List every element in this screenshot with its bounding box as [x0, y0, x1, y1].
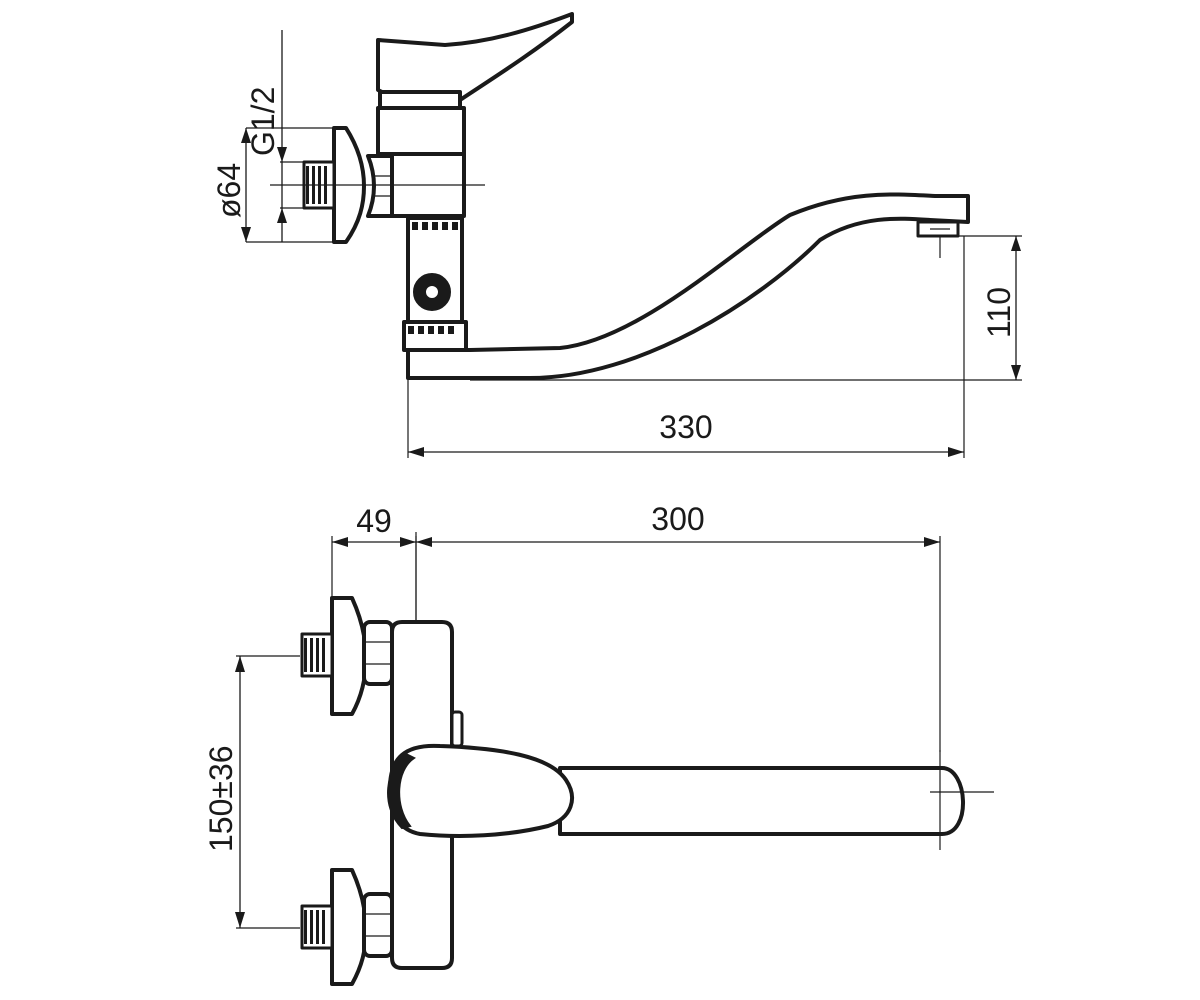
spout-tube: [406, 192, 970, 380]
column-knurl-top: [412, 222, 458, 230]
dim-thread-label: G1/2: [245, 87, 281, 156]
diverter-bump: [450, 710, 464, 748]
lower-inlet: [300, 868, 394, 986]
dim-flange-diameter-label: ø64: [211, 163, 247, 218]
dim-eccentric-offset-label: 49: [356, 503, 392, 539]
spout-collar: [402, 320, 468, 352]
lever-handle-edge: [387, 752, 416, 830]
top-view: 49 300 150±36: [203, 501, 994, 986]
hex-nut: [366, 154, 394, 218]
mixer-body-upper: [376, 106, 466, 156]
dim-length-group: [407, 236, 965, 458]
lever-handle-top: [388, 743, 574, 838]
dim-inlet-spacing-label: 150±36: [203, 745, 239, 852]
upper-hex-nut: [362, 620, 394, 686]
side-view: ø64 G1/2 110 330: [211, 12, 1022, 458]
lower-wall-flange: [330, 868, 368, 986]
spout-top: [558, 766, 965, 836]
dim-reach-group: [331, 536, 941, 752]
dim-spout-reach-label: 300: [651, 501, 704, 537]
dim-spout-height-label: 110: [981, 287, 1017, 338]
dim-spacing-group: [235, 655, 300, 929]
upper-wall-flange: [330, 596, 368, 716]
dim-flange-group: [241, 30, 334, 243]
upper-inlet: [300, 596, 394, 716]
dim-height-group: [470, 235, 1022, 381]
collar-knurl: [408, 326, 454, 334]
dim-spout-length-label: 330: [659, 409, 712, 445]
lever-handle: [376, 12, 574, 102]
cartridge-cap: [378, 90, 462, 110]
lower-hex-nut: [362, 892, 394, 958]
